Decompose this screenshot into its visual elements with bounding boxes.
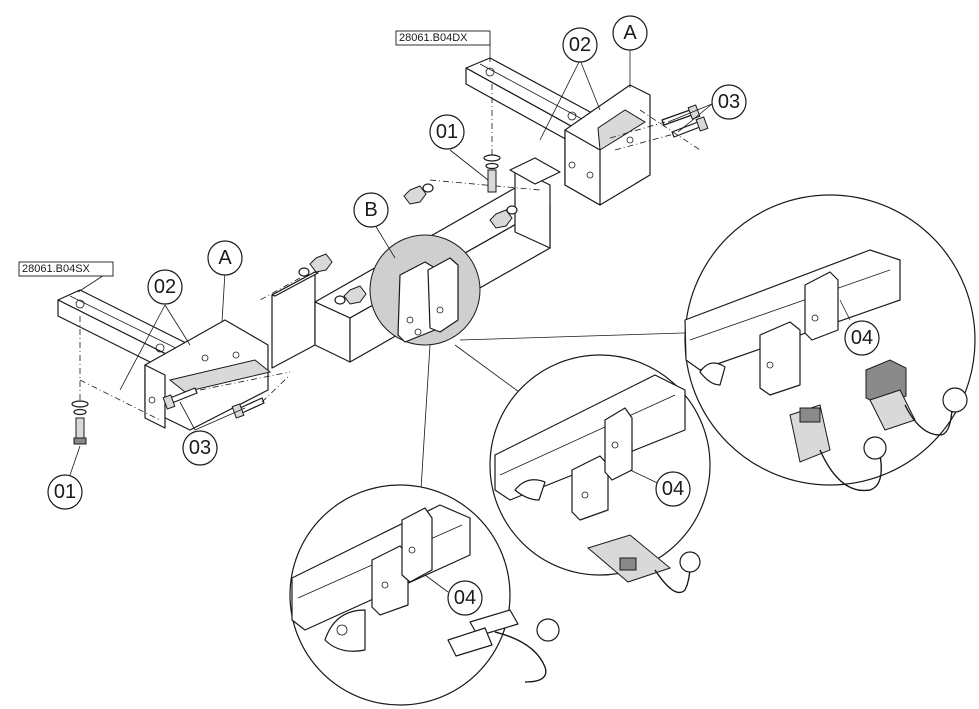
svg-text:28061.B04DX: 28061.B04DX <box>399 32 468 44</box>
detail-circle-3 <box>289 484 560 706</box>
left-bolt-01 <box>71 316 161 445</box>
leader-detail-1 <box>459 331 716 341</box>
svg-text:B: B <box>364 199 377 221</box>
code-box-left: 28061.B04SX <box>18 261 114 277</box>
svg-text:01: 01 <box>436 121 458 143</box>
callout-02-right: 02 <box>562 27 598 63</box>
detail-circle-1 <box>684 194 976 492</box>
detail-b-region <box>369 234 481 346</box>
svg-text:03: 03 <box>189 437 211 459</box>
svg-text:04: 04 <box>662 478 684 500</box>
callout-01-left: 01 <box>47 474 83 510</box>
svg-text:A: A <box>623 22 637 44</box>
right-bolts <box>609 104 709 151</box>
svg-text:01: 01 <box>54 481 76 503</box>
callout-01-right: 01 <box>429 114 465 150</box>
code-box-right: 28061.B04DX <box>395 30 491 46</box>
left-bracket <box>57 289 272 431</box>
callout-04-detail-3: 04 <box>447 580 483 616</box>
svg-text:02: 02 <box>154 276 176 298</box>
svg-text:04: 04 <box>851 327 873 349</box>
callout-a-left: A <box>207 240 243 276</box>
callout-04-detail-1: 04 <box>844 320 880 356</box>
beam-hardware <box>259 84 541 305</box>
svg-text:A: A <box>218 247 232 269</box>
detail-circle-2 <box>489 354 711 594</box>
leader-detail-3 <box>419 344 431 506</box>
svg-text:02: 02 <box>569 34 591 56</box>
callout-a-right: A <box>612 15 648 51</box>
svg-text:04: 04 <box>454 587 476 609</box>
callout-b: B <box>353 192 389 228</box>
callout-02-left: 02 <box>147 269 183 305</box>
callout-03-right: 03 <box>711 84 747 120</box>
svg-text:03: 03 <box>718 91 740 113</box>
leader-detail-2 <box>454 344 531 401</box>
right-bracket <box>465 57 651 206</box>
callout-04-detail-2: 04 <box>655 471 691 507</box>
svg-text:28061.B04SX: 28061.B04SX <box>22 263 91 275</box>
callout-03-left: 03 <box>182 430 218 466</box>
